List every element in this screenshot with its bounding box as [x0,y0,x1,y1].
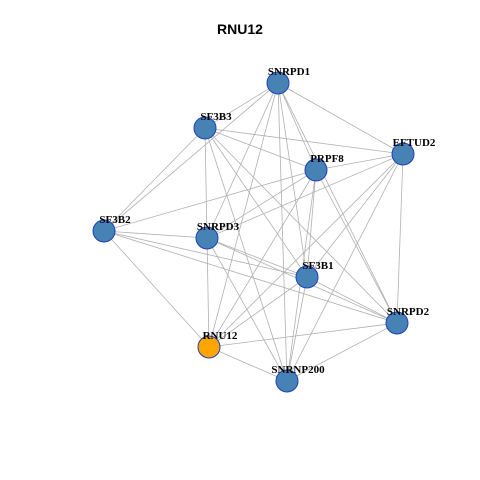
node-label-eftud2: EFTUD2 [393,137,436,149]
edge-sf3b2-snrpd3 [103,230,208,239]
edge-eftud2-rnu12 [208,153,404,348]
label-layer: SNRPD1SF3B3EFTUD2PRPF8SF3B2SNRPD3SF3B1SN… [99,66,435,376]
node-snrpd3 [195,226,219,250]
edge-sf3b3-sf3b2 [103,127,206,232]
node-label-sf3b2: SF3B2 [99,214,131,226]
edge-eftud2-snrnp200 [286,153,404,382]
edge-snrpd1-snrpd2 [277,82,398,324]
node-sf3b2 [92,219,116,243]
edge-sf3b1-rnu12 [208,276,308,348]
edge-snrpd2-snrnp200 [286,322,398,382]
node-eftud2 [391,142,415,166]
node-label-snrpd3: SNRPD3 [197,221,240,233]
node-label-snrpd1: SNRPD1 [268,66,310,78]
node-snrpd1 [266,71,290,95]
edge-sf3b3-snrpd2 [204,127,398,324]
edge-sf3b3-prpf8 [204,127,317,171]
edge-prpf8-snrpd2 [315,169,398,324]
node-sf3b3 [193,116,217,140]
node-snrnp200 [275,369,299,393]
edge-sf3b2-rnu12 [103,230,210,348]
edge-prpf8-sf3b1 [306,169,317,278]
edge-sf3b2-snrpd2 [103,230,398,324]
edge-snrpd1-sf3b3 [204,82,279,129]
node-label-rnu12: RNU12 [203,330,238,342]
node-prpf8 [304,158,328,182]
node-layer [92,71,415,393]
edge-prpf8-rnu12 [208,169,317,348]
edge-snrpd1-eftud2 [277,82,404,155]
edge-prpf8-snrpd3 [206,169,317,239]
edge-layer [103,82,404,382]
edge-snrpd3-snrnp200 [206,237,288,382]
node-label-sf3b1: SF3B1 [302,260,333,272]
edge-snrpd1-sf3b1 [277,82,308,278]
edge-snrpd3-sf3b1 [206,237,308,278]
edge-sf3b2-sf3b1 [103,230,308,278]
edge-sf3b3-sf3b1 [204,127,308,278]
node-label-prpf8: PRPF8 [310,153,344,165]
node-label-snrpd2: SNRPD2 [387,306,430,318]
edge-prpf8-sf3b2 [103,169,317,232]
node-label-sf3b3: SF3B3 [200,111,232,123]
edge-sf3b3-eftud2 [204,127,404,155]
node-rnu12 [197,335,221,359]
edge-snrpd1-snrnp200 [277,82,288,382]
node-snrpd2 [385,311,409,335]
edge-eftud2-prpf8 [315,153,404,171]
edge-eftud2-snrpd3 [206,153,404,239]
edge-eftud2-snrpd2 [396,153,404,324]
edge-sf3b1-snrnp200 [286,276,308,382]
edge-snrpd1-prpf8 [277,82,317,171]
edge-eftud2-sf3b1 [306,153,404,278]
node-label-snrnp200: SNRNP200 [271,364,325,376]
edge-snrpd1-snrpd3 [206,82,279,239]
edge-snrpd2-rnu12 [208,322,398,348]
node-sf3b1 [295,265,319,289]
edge-snrpd1-sf3b2 [103,82,279,232]
edge-rnu12-snrnp200 [208,346,288,382]
edge-sf3b1-snrpd2 [306,276,398,324]
figure-title: RNU12 [217,21,263,37]
